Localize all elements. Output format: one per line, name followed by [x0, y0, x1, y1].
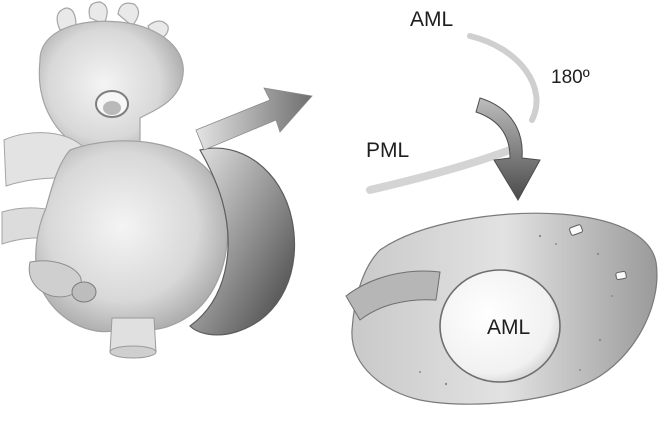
heart-body — [36, 141, 228, 332]
heart-illustration — [2, 2, 295, 358]
nodule — [616, 271, 627, 280]
mitral-valve-illustration — [346, 213, 657, 404]
rotation-angle-label: 180º — [551, 67, 590, 89]
aml-valve-label: AML — [487, 316, 530, 340]
curved-rotation-arrow-icon — [370, 36, 540, 200]
aml-top-label: AML — [410, 8, 453, 32]
pml-label: PML — [366, 139, 409, 163]
right-arrow-icon — [196, 88, 312, 150]
